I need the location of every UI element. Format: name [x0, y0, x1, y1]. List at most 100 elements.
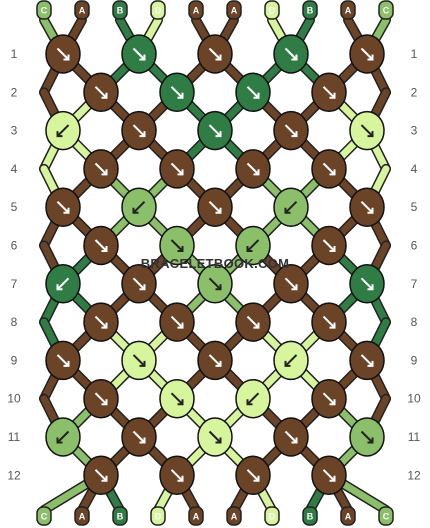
knot-arrow-icon: [170, 392, 184, 405]
bottom-string-3-label: D: [155, 512, 162, 522]
knot-arrow-icon: [284, 277, 298, 291]
knot-arrow-icon: [360, 354, 374, 367]
row-label-right: 9: [411, 353, 418, 367]
knot-arrow-icon: [208, 277, 222, 291]
knot-arrow-head-icon: [367, 131, 374, 138]
top-string-6-label: D: [269, 6, 276, 16]
row-label-left: 12: [7, 468, 21, 482]
knot-arrow-head-icon: [367, 284, 374, 291]
knot-arrow-icon: [170, 469, 184, 482]
top-string-5-label: A: [231, 6, 238, 16]
knot-arrow-head-icon: [215, 207, 222, 214]
bottom-string-3: [150, 506, 166, 526]
knot-arrow-icon: [56, 47, 70, 61]
knot-arrow-head-icon: [63, 207, 70, 214]
knot-arrow-icon: [360, 430, 374, 444]
row-label-left: 3: [11, 124, 18, 138]
top-string-1: [74, 0, 90, 20]
top-string-8: [340, 0, 356, 20]
row-label-right: 6: [411, 239, 418, 253]
knot-arrow-icon: [208, 124, 222, 137]
knot-arrow-head-icon: [253, 92, 260, 99]
knot-arrow-head-icon: [177, 92, 184, 99]
row-label-right: 3: [411, 124, 418, 138]
knot-arrow-icon: [246, 315, 260, 329]
knot-arrow-icon: [208, 430, 222, 444]
row-label-left: 4: [11, 162, 18, 176]
knot-arrow-icon: [56, 124, 70, 137]
knot-arrow-icon: [132, 277, 146, 291]
knot-arrow-head-icon: [367, 437, 374, 444]
knot-arrow-icon: [360, 47, 374, 61]
knot-arrow-head-icon: [253, 475, 260, 482]
knot-arrow-icon: [94, 392, 108, 405]
knot-arrow-head-icon: [215, 131, 222, 138]
knot-arrow-head-icon: [132, 207, 139, 214]
knot-arrow-icon: [56, 354, 70, 367]
knot-arrow-head-icon: [56, 437, 63, 444]
top-string-6: [264, 0, 280, 20]
bottom-string-0: [36, 506, 52, 526]
row-label-right: 8: [411, 315, 418, 329]
knot-arrow-icon: [208, 354, 222, 367]
watermark: BRACELETBOOK.COM: [141, 256, 290, 271]
knot-layer: [45, 34, 385, 496]
knot-arrow-head-icon: [329, 169, 336, 176]
top-string-9-label: C: [383, 6, 390, 16]
knot-arrow-head-icon: [215, 360, 222, 367]
top-string-4-label: A: [193, 6, 200, 16]
knot-arrow-head-icon: [177, 475, 184, 482]
knot-arrow-head-icon: [139, 360, 146, 367]
knot-arrow-icon: [322, 162, 336, 176]
top-string-1-label: A: [79, 6, 86, 16]
knot-arrow-icon: [170, 239, 184, 252]
knot-arrow-icon: [246, 469, 260, 482]
bottom-string-7-label: B: [307, 512, 314, 522]
knot-arrow-icon: [94, 162, 108, 176]
bottom-string-1-label: A: [79, 512, 86, 522]
knot-arrow-head-icon: [291, 437, 298, 444]
knot-arrow-icon: [246, 239, 260, 252]
row-label-left: 7: [11, 277, 18, 291]
knot-arrow-head-icon: [101, 475, 108, 482]
row-label-right: 12: [407, 468, 421, 482]
knot-arrow-icon: [360, 277, 374, 291]
bottom-string-2-label: B: [117, 512, 124, 522]
knot-arrow-icon: [284, 47, 298, 61]
knot-arrow-icon: [322, 469, 336, 482]
knot-arrow-icon: [170, 86, 184, 99]
top-string-9: [378, 0, 394, 20]
row-label-left: 5: [11, 200, 18, 214]
knot-arrow-head-icon: [253, 322, 260, 329]
row-label-right: 10: [407, 392, 421, 406]
knot-arrow-icon: [322, 315, 336, 329]
bottom-string-2: [112, 506, 128, 526]
knot-arrow-head-icon: [291, 54, 298, 61]
knot-arrow-icon: [56, 277, 70, 291]
bottom-string-4: [188, 506, 204, 526]
knot-arrow-icon: [94, 315, 108, 329]
bottom-string-0-label: C: [41, 512, 48, 522]
knot-arrow-icon: [360, 200, 374, 214]
knot-arrow-icon: [322, 239, 336, 252]
row-label-right: 7: [411, 277, 418, 291]
bottom-string-5: [226, 506, 242, 526]
knot-arrow-head-icon: [215, 284, 222, 291]
knot-arrow-head-icon: [215, 437, 222, 444]
top-string-2: [112, 0, 128, 20]
knot-arrow-head-icon: [101, 246, 108, 252]
knot-arrow-head-icon: [139, 437, 146, 444]
knot-arrow-head-icon: [101, 322, 108, 329]
knot-arrow-head-icon: [63, 54, 70, 61]
top-string-3-label: D: [155, 6, 162, 16]
top-string-4: [188, 0, 204, 20]
top-string-0-label: C: [41, 6, 48, 16]
knot-arrow-head-icon: [177, 322, 184, 329]
knot-arrow-head-icon: [291, 284, 298, 291]
knot-arrow-head-icon: [329, 92, 336, 99]
row-label-left: 11: [8, 430, 21, 444]
knot-arrow-head-icon: [101, 399, 108, 406]
knot-arrow-head-icon: [329, 322, 336, 329]
knot-arrow-icon: [94, 86, 108, 99]
